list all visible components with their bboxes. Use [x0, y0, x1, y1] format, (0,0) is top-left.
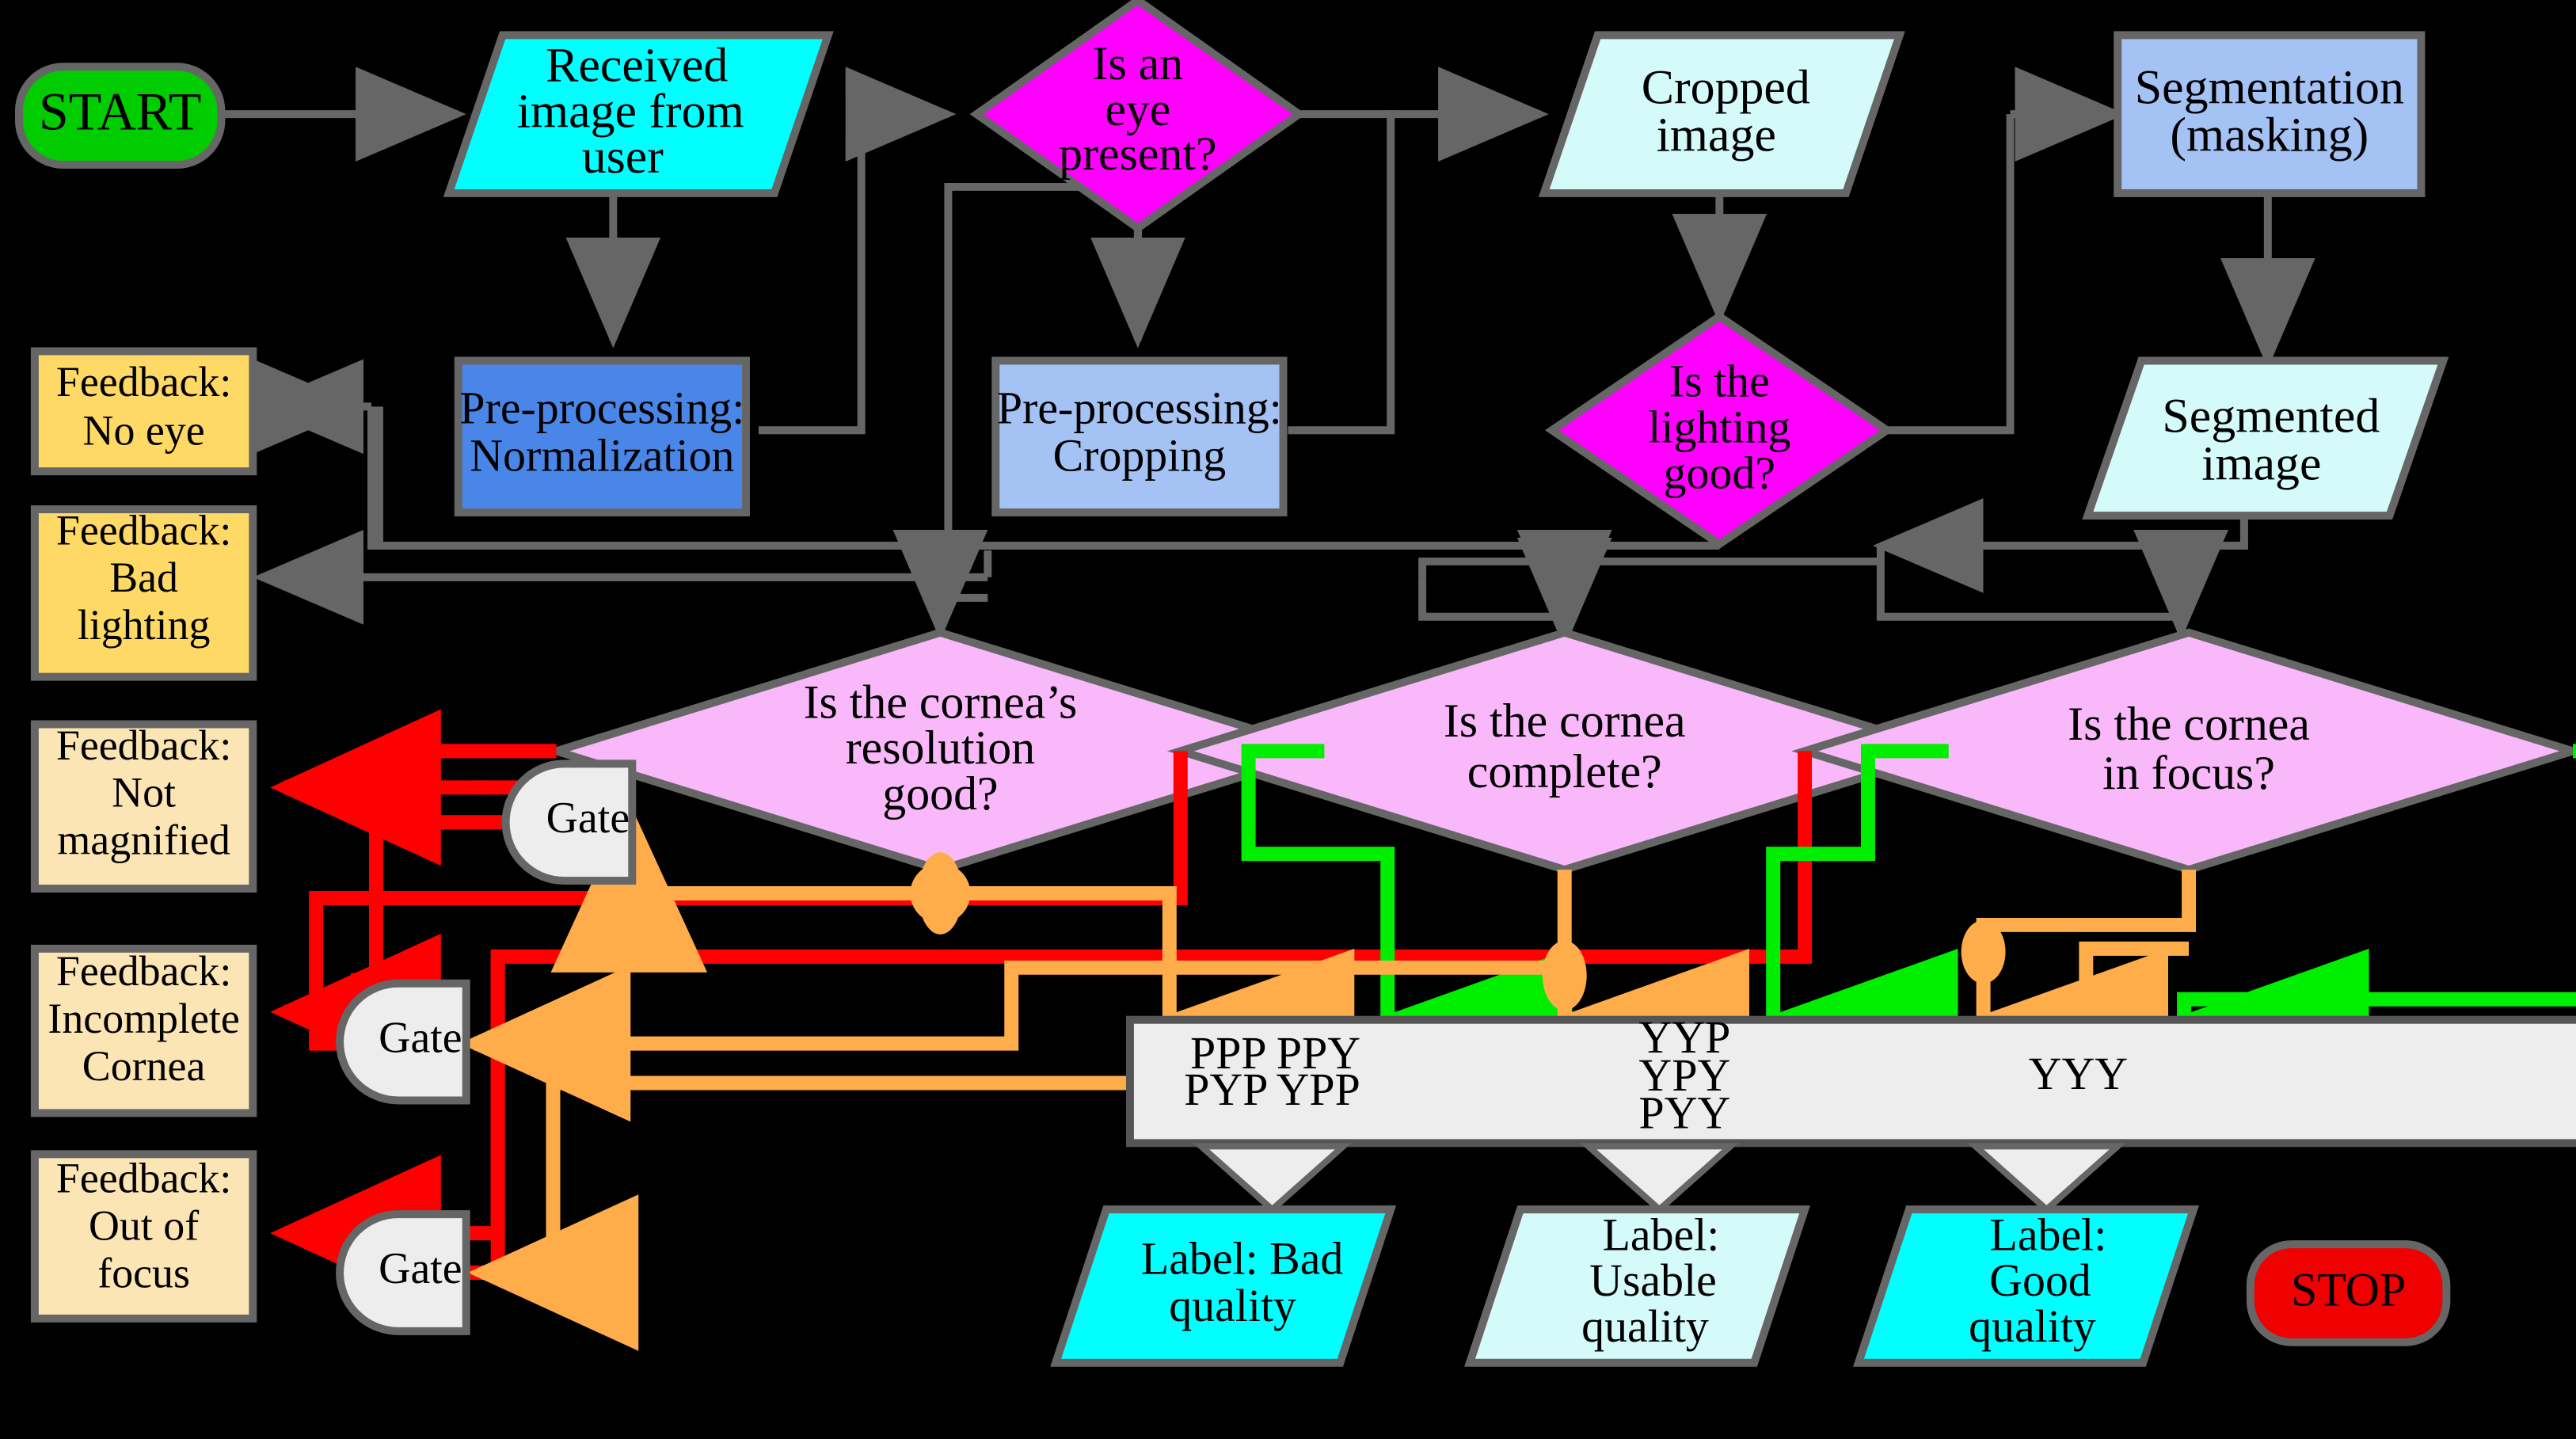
feedback-incomplete-line-0: Feedback:: [56, 947, 231, 995]
cornea-resolution-line-2: good?: [882, 767, 998, 820]
lighting-good-line-0: Is the: [1669, 356, 1770, 407]
eye-present-line-0: Is an: [1093, 37, 1184, 89]
label-bad-line-0: Label: Bad: [1141, 1232, 1344, 1284]
segmentation-line-0: Segmentation: [2135, 60, 2404, 114]
segmented-image-line-0: Segmented: [2162, 390, 2380, 444]
label-bad-line-1: quality: [1169, 1280, 1296, 1331]
cornea-focus-line-0: Is the cornea: [2068, 698, 2310, 750]
label-good-line-1: Good: [1989, 1254, 2091, 1306]
gate-complete[interactable]: Gate: [336, 979, 470, 1105]
label-good-line-2: quality: [1969, 1300, 2096, 1352]
feedback-not-magnified-line-0: Feedback:: [56, 721, 231, 769]
cornea-focus-line-1: in focus?: [2102, 747, 2275, 799]
feedback-not-magnified-line-2: magnified: [57, 817, 230, 864]
node-label-bad[interactable]: Label: Bad quality: [1050, 1205, 1397, 1367]
feedback-incomplete-line-2: Cornea: [82, 1042, 206, 1090]
feedback-incomplete-line-1: Incomplete: [48, 995, 239, 1042]
orange-junction-dot-2: [1542, 940, 1587, 1011]
feedback-not-magnified-line-1: Not: [112, 769, 176, 817]
node-eye-present[interactable]: Is an eye present?: [969, 0, 1307, 233]
node-start[interactable]: START: [14, 63, 226, 169]
lighting-good-line-2: good?: [1664, 447, 1775, 498]
prep-cropping-line-1: Cropping: [1053, 429, 1227, 481]
eye-present-line-2: present?: [1059, 128, 1216, 180]
feedback-no-eye-line-1: No eye: [83, 407, 205, 455]
start-label: START: [39, 82, 201, 142]
label-usable-line-1: Usable: [1589, 1254, 1717, 1306]
prep-normalization-line-0: Pre-processing:: [459, 383, 744, 434]
combo-usable-line-1: YPY: [1639, 1049, 1731, 1101]
node-label-good[interactable]: Label: Good quality: [1853, 1205, 2199, 1367]
lighting-good-line-1: lighting: [1648, 402, 1790, 453]
node-cornea-resolution[interactable]: Is the cornea’s resolution good?: [542, 628, 1338, 874]
feedback-bad-lighting-line-2: lighting: [78, 601, 211, 649]
node-prep-normalization[interactable]: Pre-processing: Normalization: [454, 356, 750, 517]
cornea-resolution-line-0: Is the cornea’s: [804, 676, 1078, 728]
feedback-focus-line-2: focus: [97, 1249, 190, 1296]
node-segmentation[interactable]: Segmentation (masking): [2114, 31, 2426, 197]
node-cropped-image[interactable]: Cropped image: [1538, 31, 1905, 197]
combo-usable-line-0: YYP: [1639, 1011, 1731, 1063]
feedback-no-eye[interactable]: Feedback: No eye: [30, 347, 257, 476]
green-edges: [1241, 744, 2576, 1091]
feedback-no-eye-line-0: Feedback:: [56, 358, 231, 405]
label-usable-line-2: quality: [1581, 1300, 1709, 1352]
prep-cropping-line-0: Pre-processing:: [997, 383, 1282, 434]
stop-label: STOP: [2291, 1264, 2406, 1316]
segmentation-line-1: (masking): [2170, 108, 2369, 162]
feedback-focus-line-1: Out of: [89, 1201, 199, 1249]
segmented-image-line-1: image: [2201, 436, 2321, 490]
node-stop[interactable]: STOP: [2246, 1240, 2451, 1346]
feedback-focus-line-0: Feedback:: [56, 1155, 231, 1202]
gate-resolution-label: Gate: [546, 794, 630, 843]
cropped-image-line-0: Cropped: [1642, 60, 1810, 114]
node-cornea-complete[interactable]: Is the cornea complete?: [1166, 628, 1962, 874]
gate-focus[interactable]: Gate: [336, 1210, 470, 1335]
label-good-line-0: Label:: [1990, 1209, 2107, 1260]
feedback-not-magnified[interactable]: Feedback: Not magnified: [30, 720, 257, 893]
gate-resolution[interactable]: Gate: [501, 759, 637, 885]
node-lighting-good[interactable]: Is the lighting good?: [1544, 311, 1894, 550]
combo-bad-line-1: PYP YPP: [1184, 1064, 1360, 1115]
feedback-bad-lighting[interactable]: Feedback: Bad lighting: [30, 505, 257, 681]
eye-present-line-1: eye: [1105, 83, 1170, 135]
node-prep-cropping[interactable]: Pre-processing: Cropping: [991, 356, 1288, 517]
received-image-line-2: user: [582, 130, 664, 184]
combo-good-line-0: YYY: [2029, 1048, 2128, 1099]
orange-junction-dot-1b: [918, 852, 963, 935]
node-received-image[interactable]: Received image from user: [443, 31, 834, 197]
cornea-resolution-line-1: resolution: [846, 721, 1035, 774]
label-usable-line-0: Label:: [1603, 1209, 1720, 1260]
cropped-image-line-1: image: [1657, 108, 1776, 162]
feedback-bad-lighting-line-1: Bad: [109, 554, 178, 601]
orange-junction-dot-3: [1961, 919, 2006, 984]
feedback-out-of-focus[interactable]: Feedback: Out of focus: [30, 1150, 257, 1323]
feedback-incomplete-cornea[interactable]: Feedback: Incomplete Cornea: [30, 944, 257, 1117]
prep-normalization-line-1: Normalization: [470, 429, 734, 481]
combo-funnels: [1193, 1143, 2126, 1214]
received-image-line-1: image from: [517, 84, 744, 138]
gate-complete-label: Gate: [379, 1013, 462, 1062]
feedback-bad-lighting-line-0: Feedback:: [56, 506, 231, 554]
received-image-line-0: Received: [546, 38, 728, 92]
gate-focus-label: Gate: [379, 1244, 462, 1293]
combination-box: PPP PPY PYP YPP YYP YPY PYY YYY: [1125, 1011, 2576, 1148]
cornea-complete-line-1: complete?: [1467, 745, 1662, 798]
node-label-usable[interactable]: Label: Usable quality: [1464, 1205, 1810, 1367]
combo-bad-line-0: PPP PPY: [1190, 1027, 1360, 1079]
combo-good-unused: PYY: [1639, 1087, 1731, 1139]
node-segmented-image[interactable]: Segmented image: [2082, 356, 2449, 520]
cornea-complete-line-0: Is the cornea: [1444, 695, 1686, 747]
gray-decision-inputs: [892, 530, 2228, 641]
